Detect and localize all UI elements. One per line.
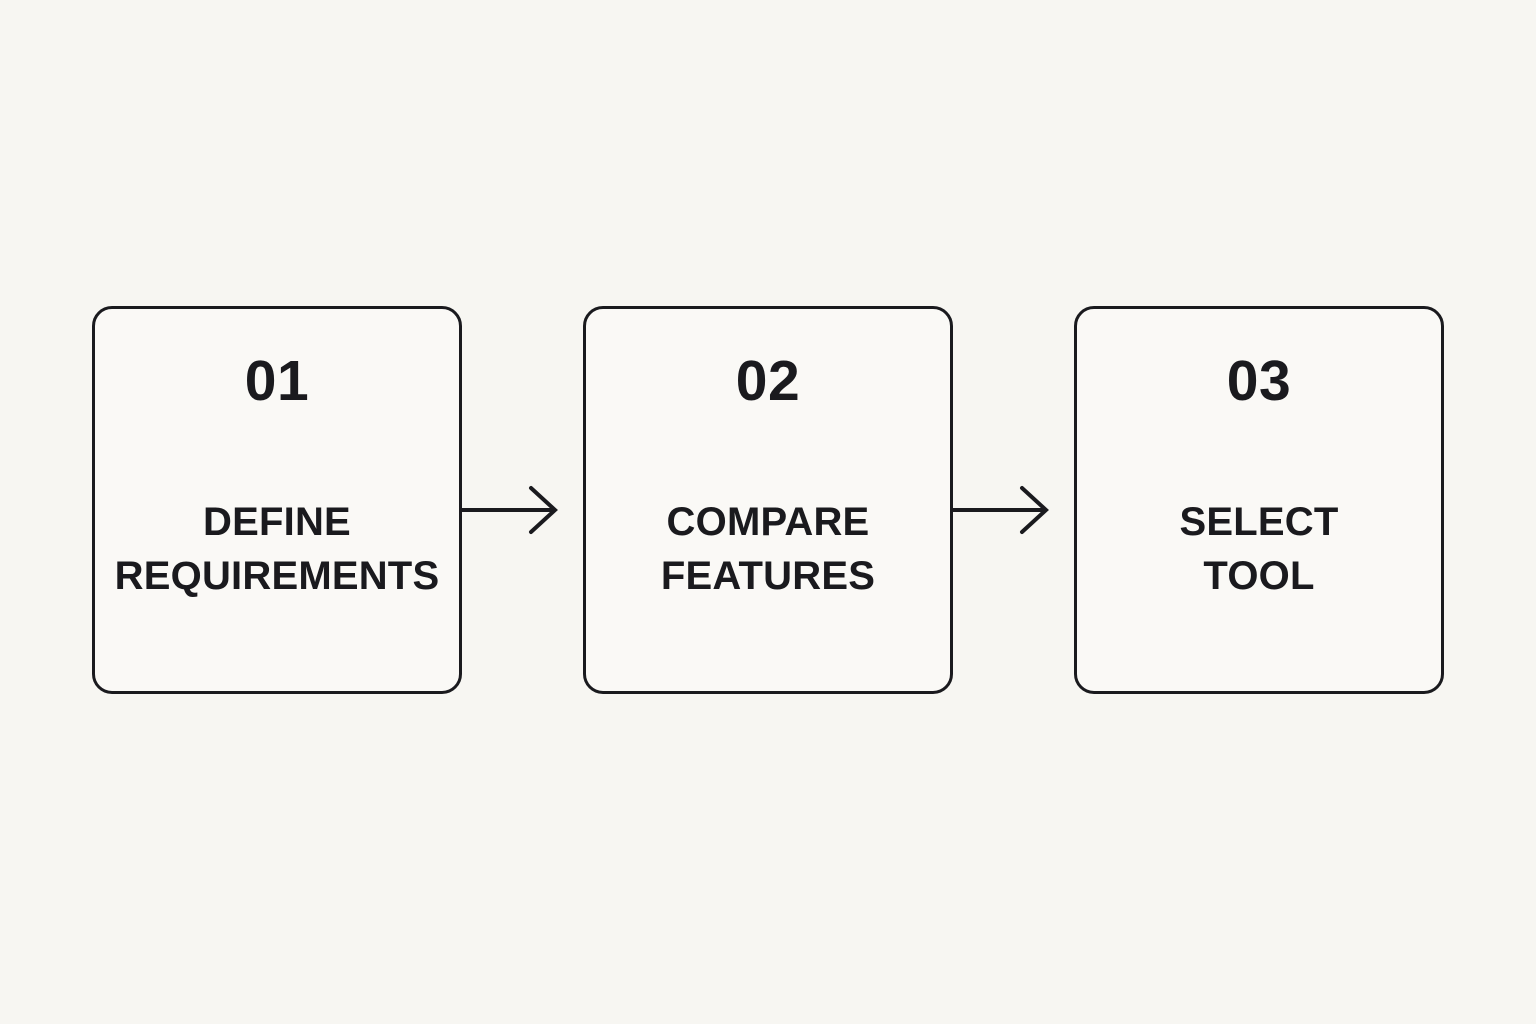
process-step-02[interactable]: 02 COMPARE FEATURES <box>583 306 953 694</box>
arrow-right-icon <box>953 486 1049 534</box>
connector-02-to-03 <box>953 306 1074 694</box>
step-label-01: DEFINE REQUIREMENTS <box>114 500 440 598</box>
step-label-03: SELECT TOOL <box>1179 500 1339 598</box>
step-label-02: COMPARE FEATURES <box>660 500 876 598</box>
process-flow: 01 DEFINE REQUIREMENTS 02 COMPARE FEATUR… <box>92 306 1444 694</box>
connector-01-to-02 <box>462 306 583 694</box>
step-number-01: 01 <box>244 349 310 413</box>
step-number-03: 03 <box>1226 349 1292 413</box>
process-step-03[interactable]: 03 SELECT TOOL <box>1074 306 1444 694</box>
process-step-01[interactable]: 01 DEFINE REQUIREMENTS <box>92 306 462 694</box>
arrow-right-icon <box>462 486 558 534</box>
step-number-02: 02 <box>735 349 801 413</box>
